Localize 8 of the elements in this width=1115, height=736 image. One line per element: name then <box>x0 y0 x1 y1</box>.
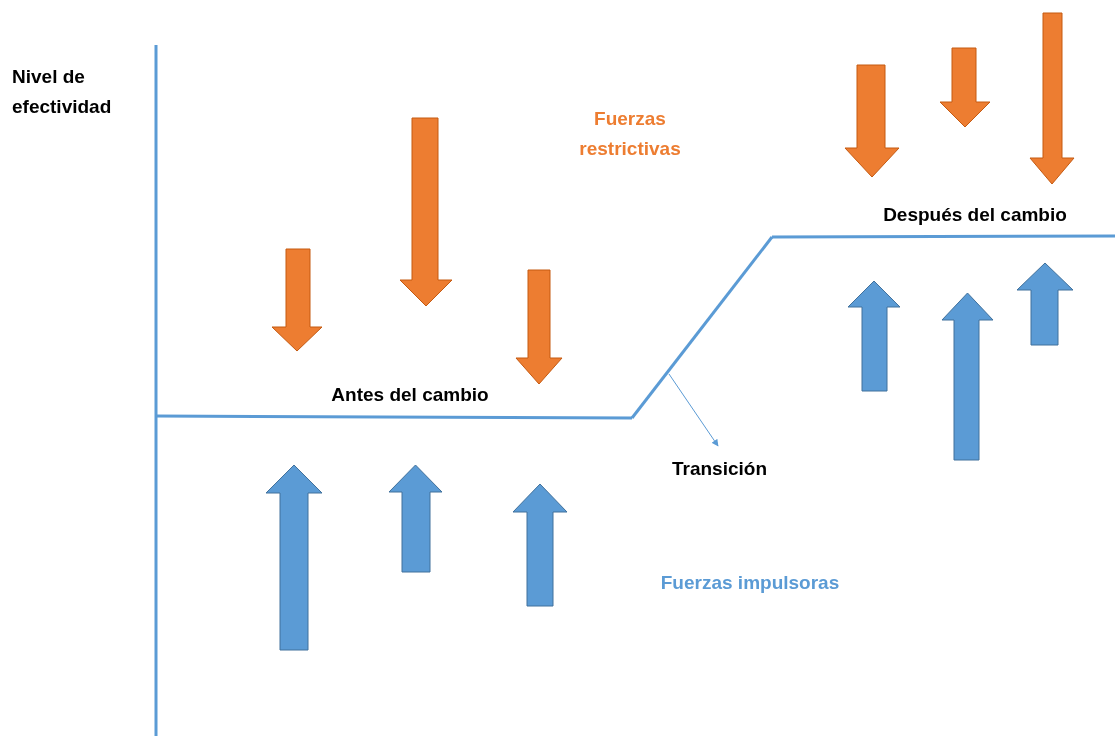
label-text: Después del cambio <box>882 203 1068 227</box>
label-text: Antes del cambio <box>330 383 490 407</box>
label-text: Fuerzas impulsoras <box>659 571 841 595</box>
label-text: Nivel de efectividad <box>12 65 113 119</box>
leader-arrow <box>668 373 719 447</box>
transition-slope-line <box>630 236 774 419</box>
transition-label: Transición <box>672 456 768 482</box>
label-text: Fuerzas restrictivas <box>578 107 682 161</box>
